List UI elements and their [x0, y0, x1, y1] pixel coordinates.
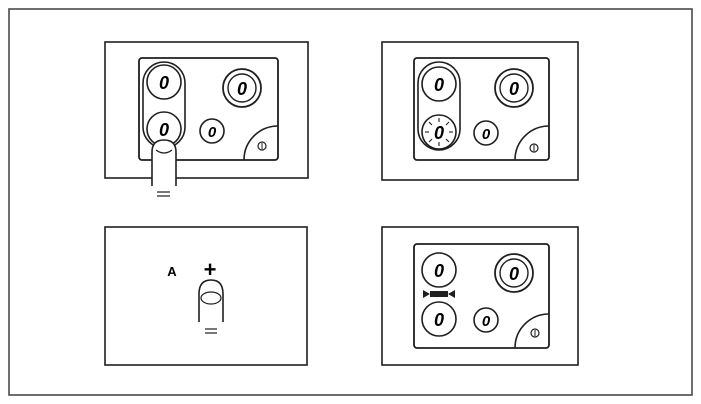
panel-bottom-left: A +	[104, 226, 308, 366]
zone-readout: 0	[509, 264, 519, 284]
callout-label: A	[167, 264, 177, 279]
hob-surface	[138, 57, 279, 161]
zone-readout: 0	[434, 75, 444, 95]
zone-readout: 0	[509, 79, 519, 99]
panel-top-right: 0 0 0 0	[381, 41, 579, 181]
zone-readout: 0	[434, 123, 444, 143]
zone-top-left	[421, 252, 457, 288]
corner-arc	[514, 313, 550, 349]
zone-large-inner	[499, 258, 529, 288]
power-circle-icon	[257, 141, 267, 151]
panel-top-left: 0 0 0 0	[104, 41, 309, 197]
zone-large-inner	[499, 73, 529, 103]
panel-frame	[104, 226, 308, 366]
zone-bottom-left	[421, 301, 457, 337]
pointing-finger-icon	[151, 139, 177, 197]
zone-readout: 0	[159, 120, 169, 140]
zone-readout: 0	[482, 313, 491, 330]
hob-surface	[413, 57, 550, 161]
zone-readout: 0	[159, 73, 169, 93]
zone-small	[199, 118, 225, 144]
hob-surface	[413, 243, 550, 349]
power-circle-icon	[529, 143, 539, 153]
panel-frame	[381, 226, 579, 366]
panel-bottom-right: 0 0 0 0	[381, 226, 579, 366]
zone-readout: 0	[237, 79, 247, 99]
zone-readout: 0	[434, 310, 444, 330]
panel-frame	[381, 41, 579, 181]
corner-arc	[243, 125, 279, 161]
power-circle-icon	[530, 328, 540, 338]
corner-arc	[514, 125, 550, 161]
zone-readout: 0	[208, 124, 217, 141]
zone-small	[473, 120, 499, 146]
outer-border	[8, 8, 693, 396]
zone-pair-outline	[417, 61, 461, 151]
glowing-zone-icon	[421, 114, 457, 150]
zone-small	[473, 307, 499, 333]
bridge-link-icon	[423, 290, 455, 298]
pointing-finger-icon	[198, 279, 224, 334]
zone-readout: 0	[434, 261, 444, 281]
plus-sign: +	[204, 257, 217, 282]
zone-large-inner	[227, 73, 257, 103]
zone-top-left	[421, 66, 457, 102]
zone-top-left	[146, 64, 182, 100]
panel-frame	[104, 41, 309, 179]
zone-readout: 0	[482, 126, 491, 143]
